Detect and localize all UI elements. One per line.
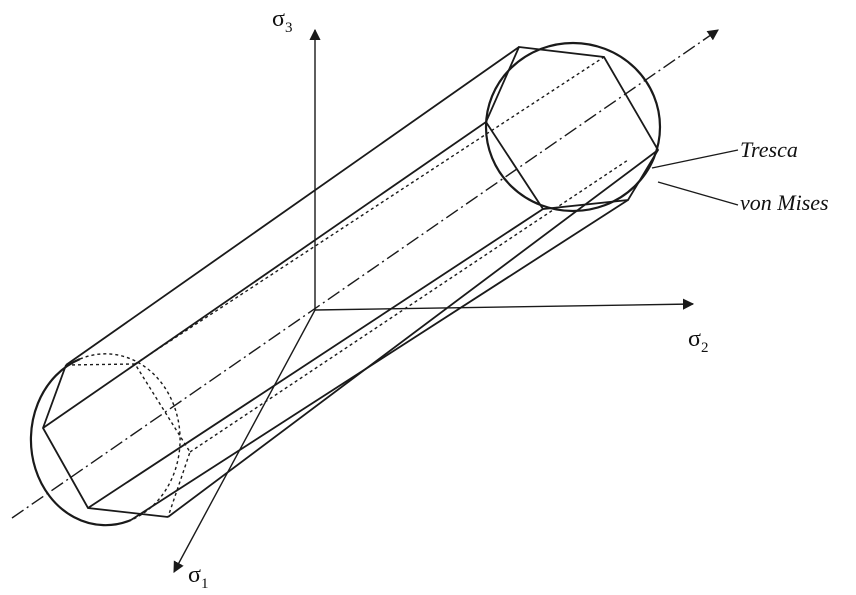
- tresca-hexagon-far: [484, 46, 660, 210]
- von-mises-leader: [657, 181, 739, 206]
- tresca-label: Tresca: [740, 137, 798, 162]
- sigma2-axis: [314, 298, 695, 311]
- tresca-hexagon-near-hidden: [65, 363, 191, 518]
- prism-edge-1: [42, 121, 487, 429]
- tresca-leader: [651, 149, 739, 169]
- cylinder-top-edge: [65, 46, 520, 366]
- prism-edge-3: [167, 149, 659, 518]
- prism-edge-hidden-1: [134, 56, 605, 365]
- tresca-hexagon-near: [42, 364, 169, 518]
- von-mises-circle-near: [29, 357, 132, 527]
- prism-edge-hidden-2: [189, 159, 629, 453]
- sigma1-label: σ1: [188, 562, 208, 592]
- von-mises-circle-far: [484, 41, 662, 213]
- hydrostatic-axis: [11, 29, 719, 519]
- von-mises-label: von Mises: [740, 190, 829, 215]
- sigma2-label: σ2: [688, 326, 708, 356]
- von-mises-circle-near-hidden: [79, 353, 181, 521]
- sigma3-label: σ3: [272, 6, 292, 36]
- sigma1-axis: [173, 309, 316, 573]
- cylinder-bottom-edge: [130, 199, 629, 521]
- prism-edge-2: [87, 208, 544, 509]
